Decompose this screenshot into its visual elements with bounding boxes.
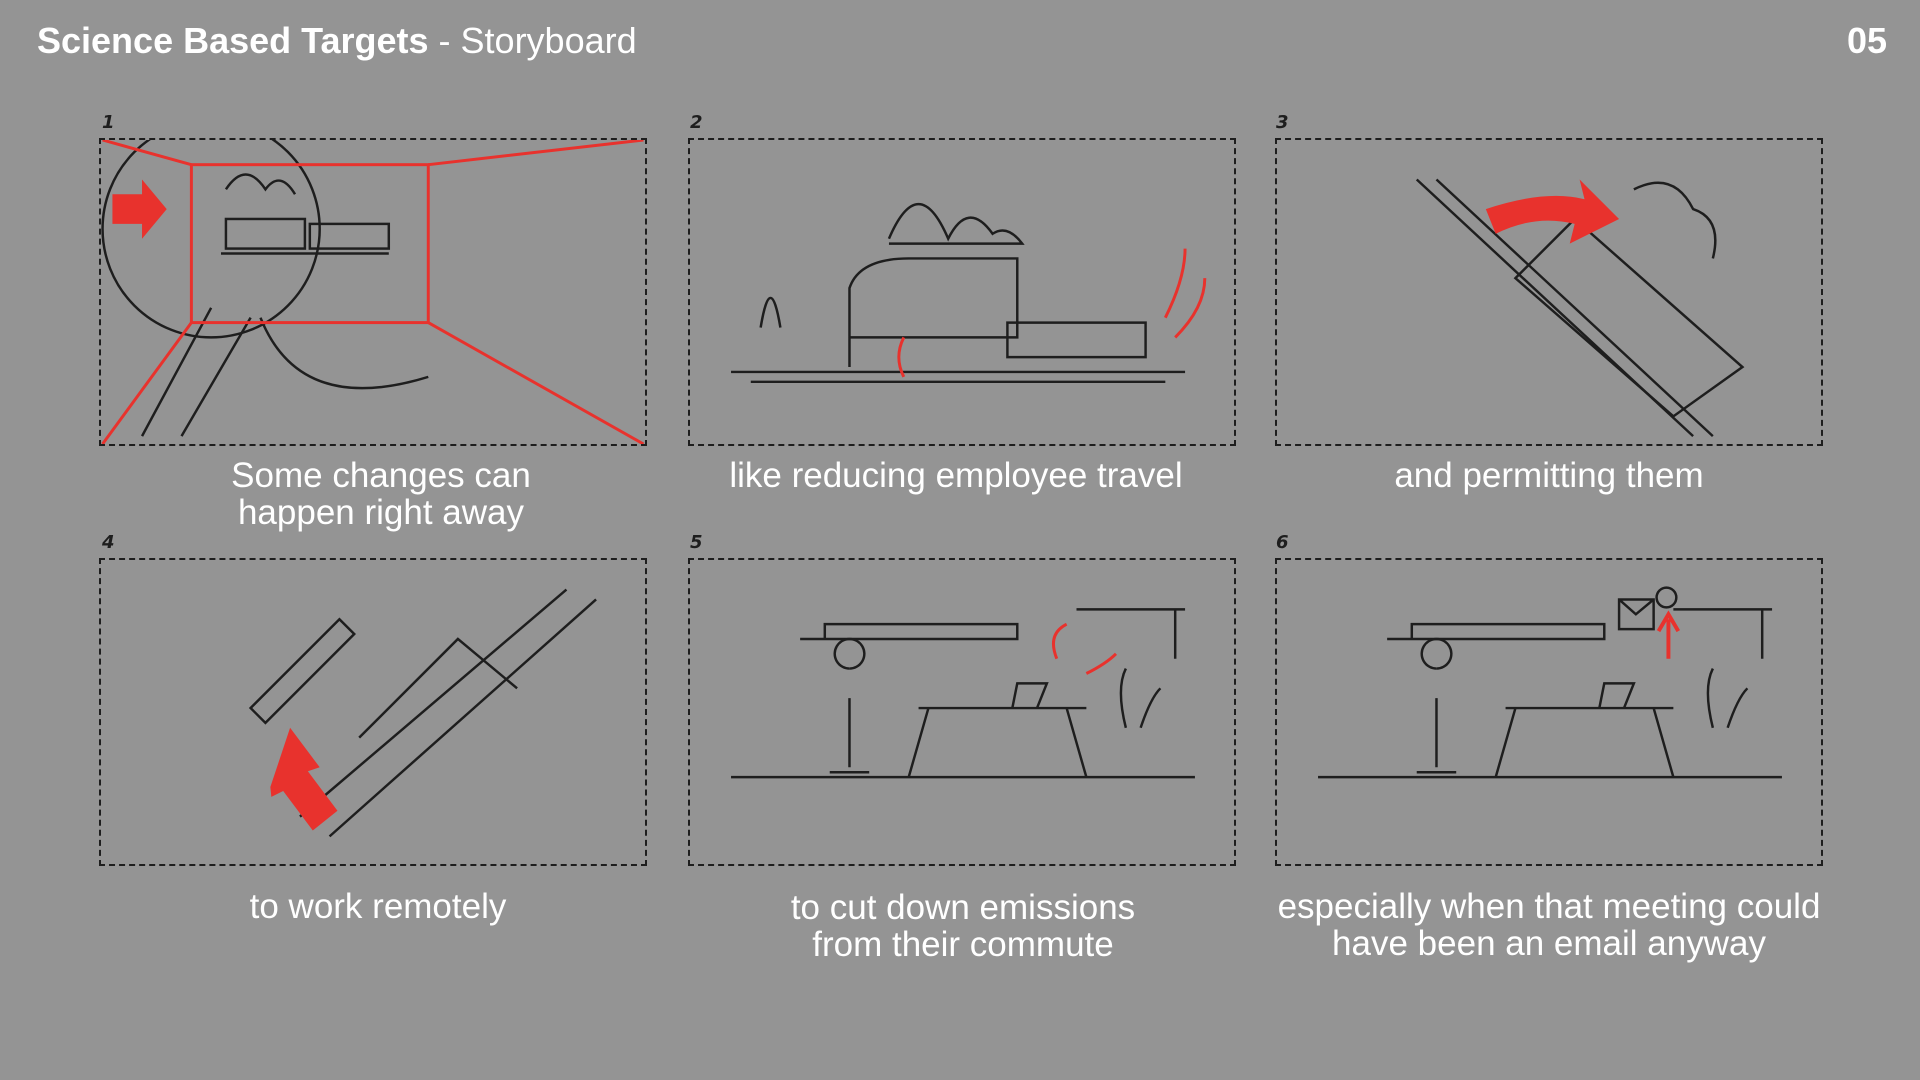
storyboard-panel-3 <box>1275 138 1823 446</box>
panel-6-number: 6 <box>1276 532 1289 553</box>
caption-line: happen right away <box>237 493 525 532</box>
storyboard-panel-5 <box>688 558 1236 866</box>
panel-2-caption: like reducing employee travel <box>656 457 1256 494</box>
caption-line: Some changes can <box>231 456 531 495</box>
caption-line: especially when that meeting could <box>1277 887 1821 926</box>
title-subtitle: - Storyboard <box>438 20 637 61</box>
caption-line: to work remotely <box>249 887 507 926</box>
sketch-train-magnifier <box>101 140 645 444</box>
sketch-home-office <box>731 608 1195 779</box>
caption-line: from their commute <box>812 925 1114 964</box>
page-title: Science Based Targets - Storyboard <box>37 20 637 62</box>
storyboard-panel-6 <box>1275 558 1823 866</box>
panel-3-number: 3 <box>1276 112 1289 133</box>
title-bold: Science Based Targets <box>37 20 429 61</box>
storyboard-panel-1 <box>99 138 647 446</box>
sketch-bus-and-train <box>731 203 1207 384</box>
caption-line: like reducing employee travel <box>729 456 1183 495</box>
caption-line: and permitting them <box>1394 456 1704 495</box>
panel-2-number: 2 <box>690 112 703 133</box>
sketch-tilted-train <box>1415 178 1745 438</box>
storyboard-panel-4 <box>99 558 647 866</box>
sketch-home-office-email <box>1318 586 1782 779</box>
panel-4-caption: to work remotely <box>78 888 678 925</box>
caption-line: have been an email anyway <box>1332 924 1766 963</box>
page-number: 05 <box>1846 20 1887 61</box>
caption-line: to cut down emissions <box>790 888 1136 927</box>
panel-5-number: 5 <box>690 532 703 553</box>
storyboard-panel-2 <box>688 138 1236 446</box>
panel-1-number: 1 <box>102 112 115 133</box>
sketch-tilted-desk <box>248 588 597 838</box>
panel-3-caption: and permitting them <box>1249 457 1849 494</box>
panel-4-number: 4 <box>102 532 115 553</box>
